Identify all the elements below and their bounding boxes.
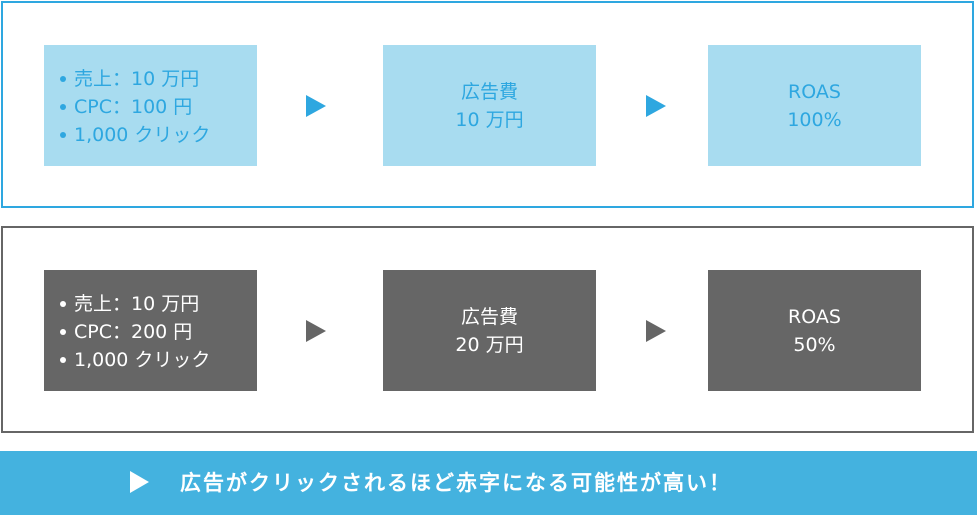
scenario-2-assumptions-box: 売上：10 万円 CPC：200 円 1,000 クリック — [44, 270, 257, 391]
scenario-2-clicks-item: 1,000 クリック — [60, 346, 257, 374]
scenario-1-roas-label: ROAS — [788, 80, 841, 103]
scenario-2-roas-value: 50% — [793, 333, 836, 356]
scenario-1-ad-cost-label: 広告費 — [460, 80, 518, 103]
triangle-right-icon — [646, 320, 666, 342]
scenario-2-roas-box: ROAS 50% — [708, 270, 921, 391]
triangle-right-icon — [306, 95, 326, 117]
scenario-1-sales-item: 売上：10 万円 — [60, 65, 257, 93]
scenario-1-ad-cost-value: 10 万円 — [455, 108, 524, 131]
scenario-1-panel: 売上：10 万円 CPC：100 円 1,000 クリック 広告費 10 万円 … — [1, 1, 974, 208]
scenario-1-clicks-item: 1,000 クリック — [60, 121, 257, 149]
scenario-2-assumptions-list: 売上：10 万円 CPC：200 円 1,000 クリック — [44, 270, 257, 374]
scenario-2-ad-cost-box: 広告費 20 万円 — [383, 270, 596, 391]
scenario-2-sales-item: 売上：10 万円 — [60, 290, 257, 318]
scenario-1-ad-cost-box: 広告費 10 万円 — [383, 45, 596, 166]
scenario-2-roas-label: ROAS — [788, 305, 841, 328]
triangle-right-icon — [646, 95, 666, 117]
triangle-right-icon — [306, 320, 326, 342]
scenario-2-ad-cost-value: 20 万円 — [455, 333, 524, 356]
scenario-2-cpc-item: CPC：200 円 — [60, 318, 257, 346]
scenario-1-roas-box: ROAS 100% — [708, 45, 921, 166]
scenario-1-cpc-item: CPC：100 円 — [60, 93, 257, 121]
conclusion-text: 広告がクリックされるほど赤字になる可能性が高い！ — [180, 471, 732, 495]
scenario-1-assumptions-box: 売上：10 万円 CPC：100 円 1,000 クリック — [44, 45, 257, 166]
scenario-2-ad-cost-label: 広告費 — [460, 305, 518, 328]
scenario-2-panel: 売上：10 万円 CPC：200 円 1,000 クリック 広告費 20 万円 … — [1, 226, 974, 433]
scenario-1-assumptions-list: 売上：10 万円 CPC：100 円 1,000 クリック — [44, 45, 257, 149]
scenario-1-roas-value: 100% — [787, 108, 842, 131]
conclusion-banner: 広告がクリックされるほど赤字になる可能性が高い！ — [0, 451, 977, 515]
triangle-right-icon — [130, 471, 149, 493]
